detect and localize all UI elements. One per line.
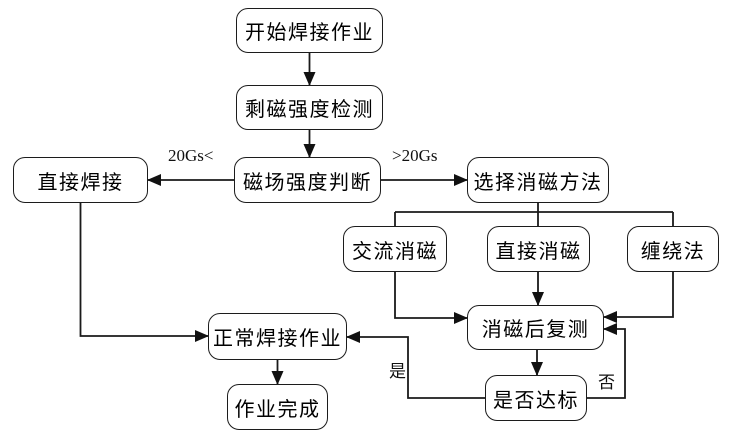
edge-ac-demag-to-retest [394, 272, 468, 324]
node-retest: 消磁后复测 [467, 305, 604, 350]
node-meets-standard: 是否达标 [485, 375, 587, 421]
edge-label-below-threshold: 20Gs< [168, 146, 214, 165]
node-direct-demag: 直接消磁 [487, 226, 590, 272]
node-direct-welding: 直接焊接 [13, 157, 148, 203]
edge-winding-to-retest [603, 272, 674, 323]
node-winding-method: 缠绕法 [627, 226, 719, 272]
node-start: 开始焊接作业 [236, 8, 383, 53]
node-field-judgment: 磁场强度判断 [234, 157, 381, 203]
node-ac-demag: 交流消磁 [343, 226, 447, 272]
edge-standard-yes-to-normal [346, 331, 485, 399]
edge-direct-welding-to-normal [79, 203, 209, 342]
edge-label-above-threshold: >20Gs [392, 146, 438, 165]
node-normal-welding: 正常焊接作业 [208, 313, 347, 360]
edge-label-no: 否 [598, 373, 615, 392]
edge-standard-no-loop [587, 323, 626, 399]
node-select-method: 选择消磁方法 [467, 157, 609, 203]
node-residual-check: 剩磁强度检测 [236, 85, 383, 130]
node-complete: 作业完成 [227, 384, 328, 430]
edge-label-yes: 是 [389, 362, 406, 381]
